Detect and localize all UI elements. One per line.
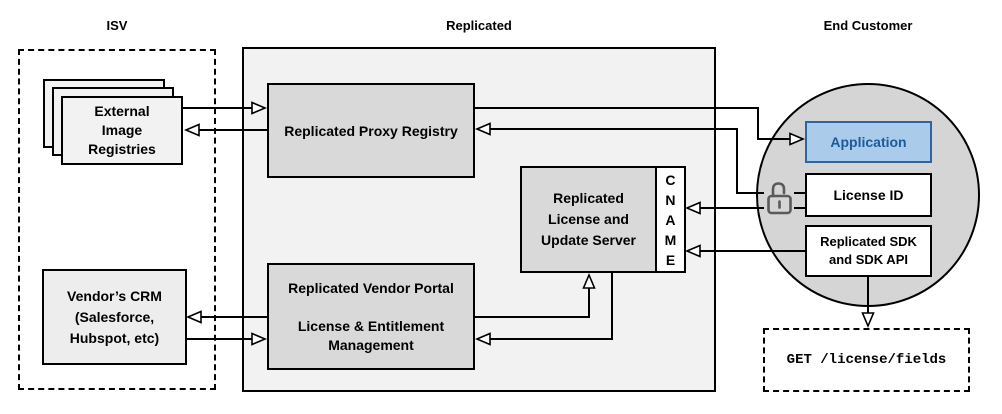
- arrow-license-id-to-cname: [684, 201, 805, 215]
- node-external-image-registries: External Image Registries: [61, 96, 183, 165]
- arrow-license-server-to-portal: [474, 273, 613, 346]
- section-title-end-customer: End Customer: [823, 18, 913, 33]
- section-title-isv: ISV: [106, 18, 128, 33]
- arrow-portal-to-crm: [185, 310, 267, 324]
- node-license-id: License ID: [805, 173, 932, 217]
- node-get-license-fields: GET /license/fields: [763, 328, 970, 392]
- arrow-sdk-to-cname: [684, 244, 805, 258]
- isv-boundary-box: [18, 49, 216, 390]
- node-vendor-crm: Vendor’s CRM (Salesforce, Hubspot, etc): [42, 269, 187, 365]
- node-replicated-sdk: Replicated SDK and SDK API: [805, 225, 932, 277]
- arrow-sdk-to-get-endpoint: [861, 277, 875, 329]
- arrow-license-id-to-proxy: [474, 122, 805, 194]
- node-license-update-server: Replicated License and Update Server: [520, 166, 657, 273]
- node-replicated-proxy-registry: Replicated Proxy Registry: [267, 83, 475, 178]
- arrow-portal-to-license-server: [475, 272, 596, 318]
- section-title-replicated: Replicated: [446, 18, 512, 33]
- arrow-proxy-to-registries: [183, 123, 267, 137]
- node-replicated-vendor-portal: Replicated Vendor Portal License & Entit…: [267, 263, 475, 370]
- node-application: Application: [805, 121, 932, 163]
- unlock-icon: [767, 182, 792, 215]
- arrow-registries-to-proxy: [183, 101, 268, 115]
- arrow-crm-to-portal: [187, 332, 268, 346]
- arrow-proxy-to-application: [475, 107, 806, 146]
- node-cname: C N A M E: [655, 166, 686, 273]
